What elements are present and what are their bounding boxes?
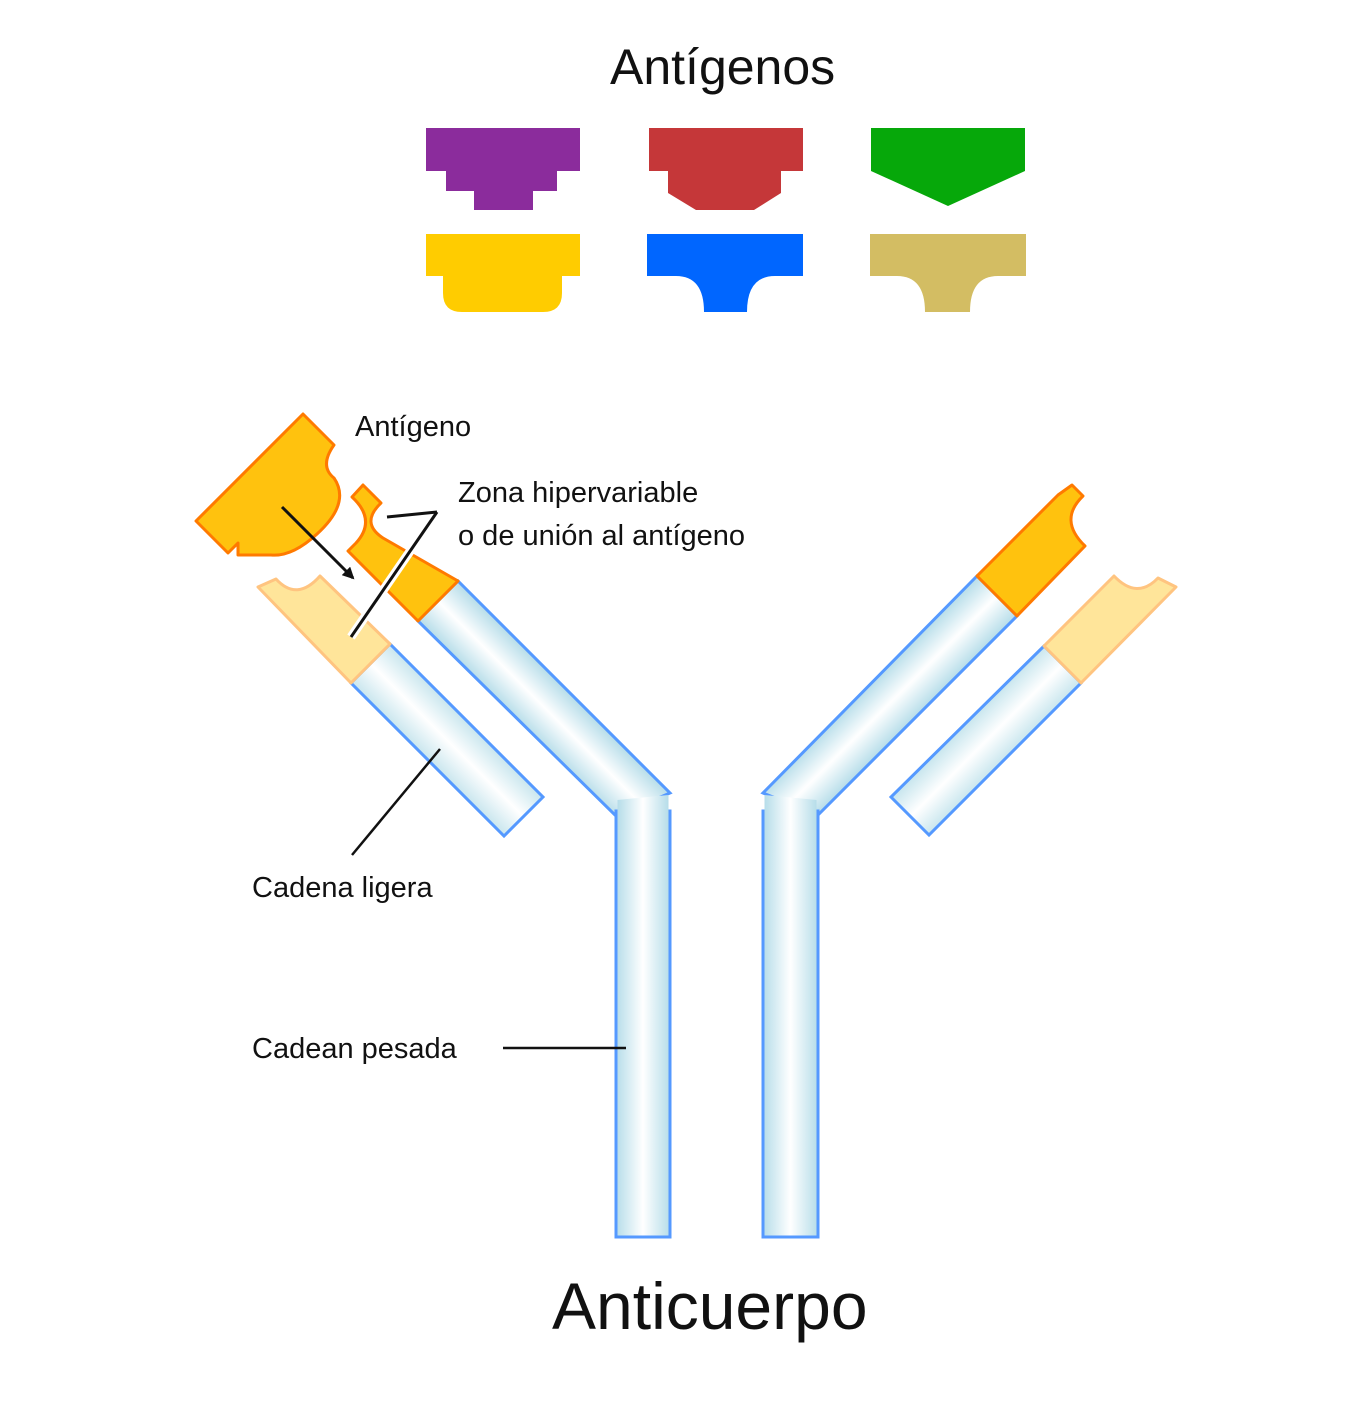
antigen-purple [426, 128, 580, 210]
antigens-title: Antígenos [610, 39, 836, 95]
hypervariable-label-line1: Zona hipervariable [458, 477, 699, 509]
light-chain-right-hypervariable [1042, 574, 1178, 685]
heavy-chain-right-hypervariable [975, 483, 1087, 618]
antigen-label: Antígeno [355, 411, 472, 443]
heavy-chain-left [415, 578, 673, 1239]
antigen-yellow [426, 234, 580, 312]
hypervariable-label-line2: o de unión al antígeno [458, 520, 746, 552]
antigen-khaki [870, 234, 1026, 312]
heavy-chain-left-hypervariable [346, 483, 460, 623]
antigen-blue [647, 234, 803, 312]
antibody-title: Anticuerpo [552, 1269, 868, 1343]
heavy-chain-right [760, 573, 1020, 1239]
binding-arrow [280, 505, 355, 580]
free-antigen [194, 412, 342, 557]
antigen-red [649, 128, 803, 210]
antigen-green [871, 128, 1025, 206]
light-chain-label: Cadena ligera [252, 872, 433, 904]
heavy-chain-label: Cadean pesada [252, 1033, 457, 1065]
hypervariable-leader [347, 507, 441, 640]
light-chain-leader [351, 748, 441, 856]
antigen-palette [426, 128, 1026, 312]
